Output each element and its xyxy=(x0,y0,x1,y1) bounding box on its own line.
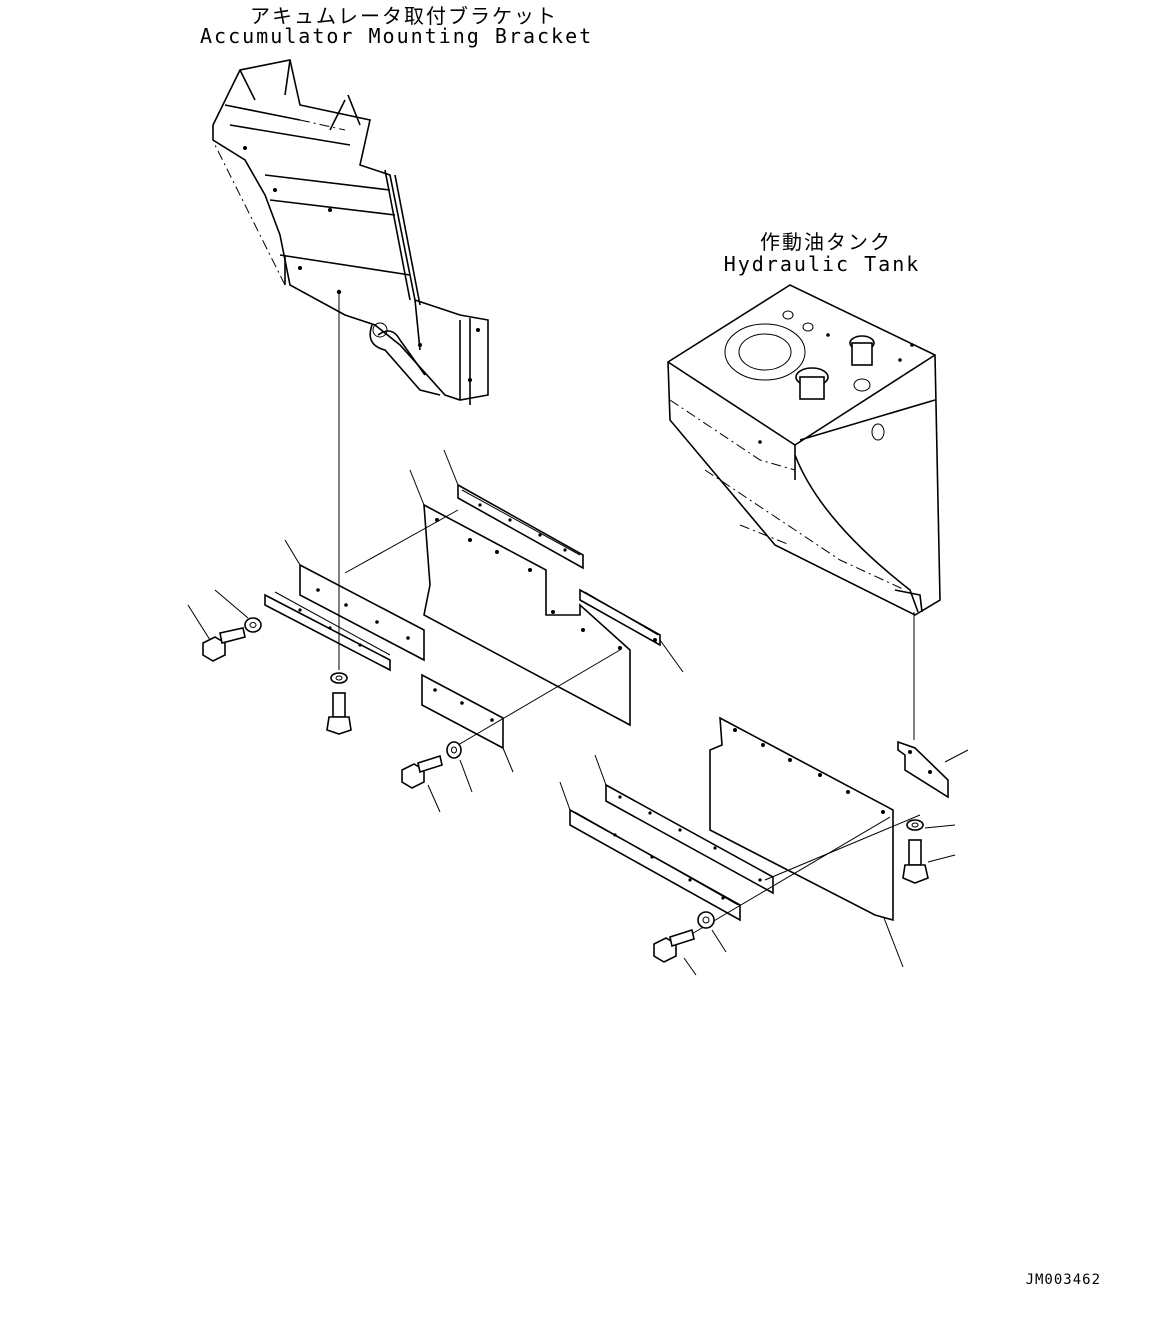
cover-plate-right xyxy=(709,716,904,968)
hydraulic-tank xyxy=(667,284,941,616)
accumulator-mounting-bracket xyxy=(212,59,489,405)
bolt-right xyxy=(902,819,956,884)
accumulator-bracket-label-en: Accumulator Mounting Bracket xyxy=(200,24,594,48)
drawing-number: JM003462 xyxy=(1025,1272,1101,1288)
assembly-lines xyxy=(344,509,921,936)
strip-plate-upper-left xyxy=(284,539,425,662)
bolt-bottom-right xyxy=(653,911,727,976)
bolt-bottom-center xyxy=(401,741,473,813)
angle-bar-left xyxy=(264,591,391,672)
strip-plate-small xyxy=(421,673,514,773)
accumulator-bracket-label-jp: アキュムレータ取付ブラケット xyxy=(250,4,558,28)
bolt-center xyxy=(326,672,352,735)
angle-bar-top xyxy=(443,449,584,570)
hydraulic-tank-label-en: Hydraulic Tank xyxy=(723,252,921,276)
cover-plate-center xyxy=(409,469,631,727)
bracket-right xyxy=(897,740,969,799)
bolt-left xyxy=(187,589,262,662)
angle-bar-small xyxy=(579,588,684,673)
hydraulic-tank-label-jp: 作動油タンク xyxy=(760,230,892,254)
strip-plate-lower-right xyxy=(594,754,774,895)
angle-bar-lower-right xyxy=(559,781,741,922)
